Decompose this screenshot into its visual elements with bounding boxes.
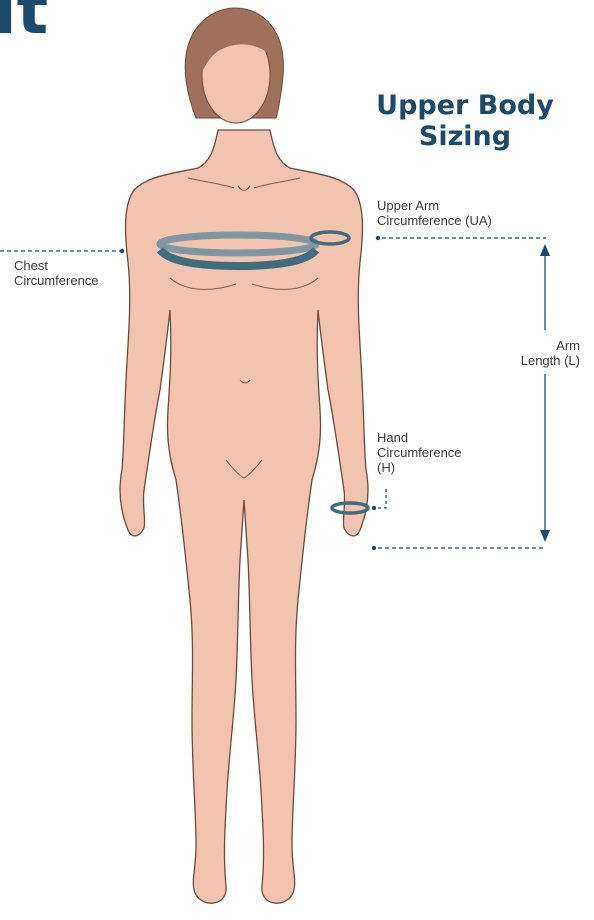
arm-length-label: Arm Length (L) xyxy=(480,338,580,368)
arm-length-label-line-2: Length (L) xyxy=(480,353,580,368)
chest-label: Chest Circumference xyxy=(14,258,99,288)
hand-leader-line xyxy=(378,488,386,508)
section-heading: Upper Body Sizing xyxy=(360,90,570,152)
chest-leader-dot xyxy=(120,249,124,253)
upper-arm-label-line-1: Upper Arm xyxy=(377,198,492,213)
arm-length-arrowhead-down xyxy=(540,530,550,542)
upper-arm-label: Upper Arm Circumference (UA) xyxy=(377,198,492,228)
hand-label-line-1: Hand xyxy=(377,430,462,445)
chest-label-line-2: Circumference xyxy=(14,273,99,288)
arm-length-arrowhead-up xyxy=(540,244,550,256)
hand-label-line-2: Circumference xyxy=(377,445,462,460)
chest-label-line-1: Chest xyxy=(14,258,99,273)
arm-length-label-line-1: Arm xyxy=(480,338,580,353)
upper-arm-label-line-2: Circumference (UA) xyxy=(377,213,492,228)
hand-leader-dot xyxy=(372,506,376,510)
heading-line-2: Sizing xyxy=(360,121,570,152)
upper-arm-leader-dot xyxy=(376,236,380,240)
arm-length-bottom-dot xyxy=(372,546,376,550)
hand-label-line-3: (H) xyxy=(377,460,462,475)
heading-line-1: Upper Body xyxy=(360,90,570,121)
hand-label: Hand Circumference (H) xyxy=(377,430,462,475)
